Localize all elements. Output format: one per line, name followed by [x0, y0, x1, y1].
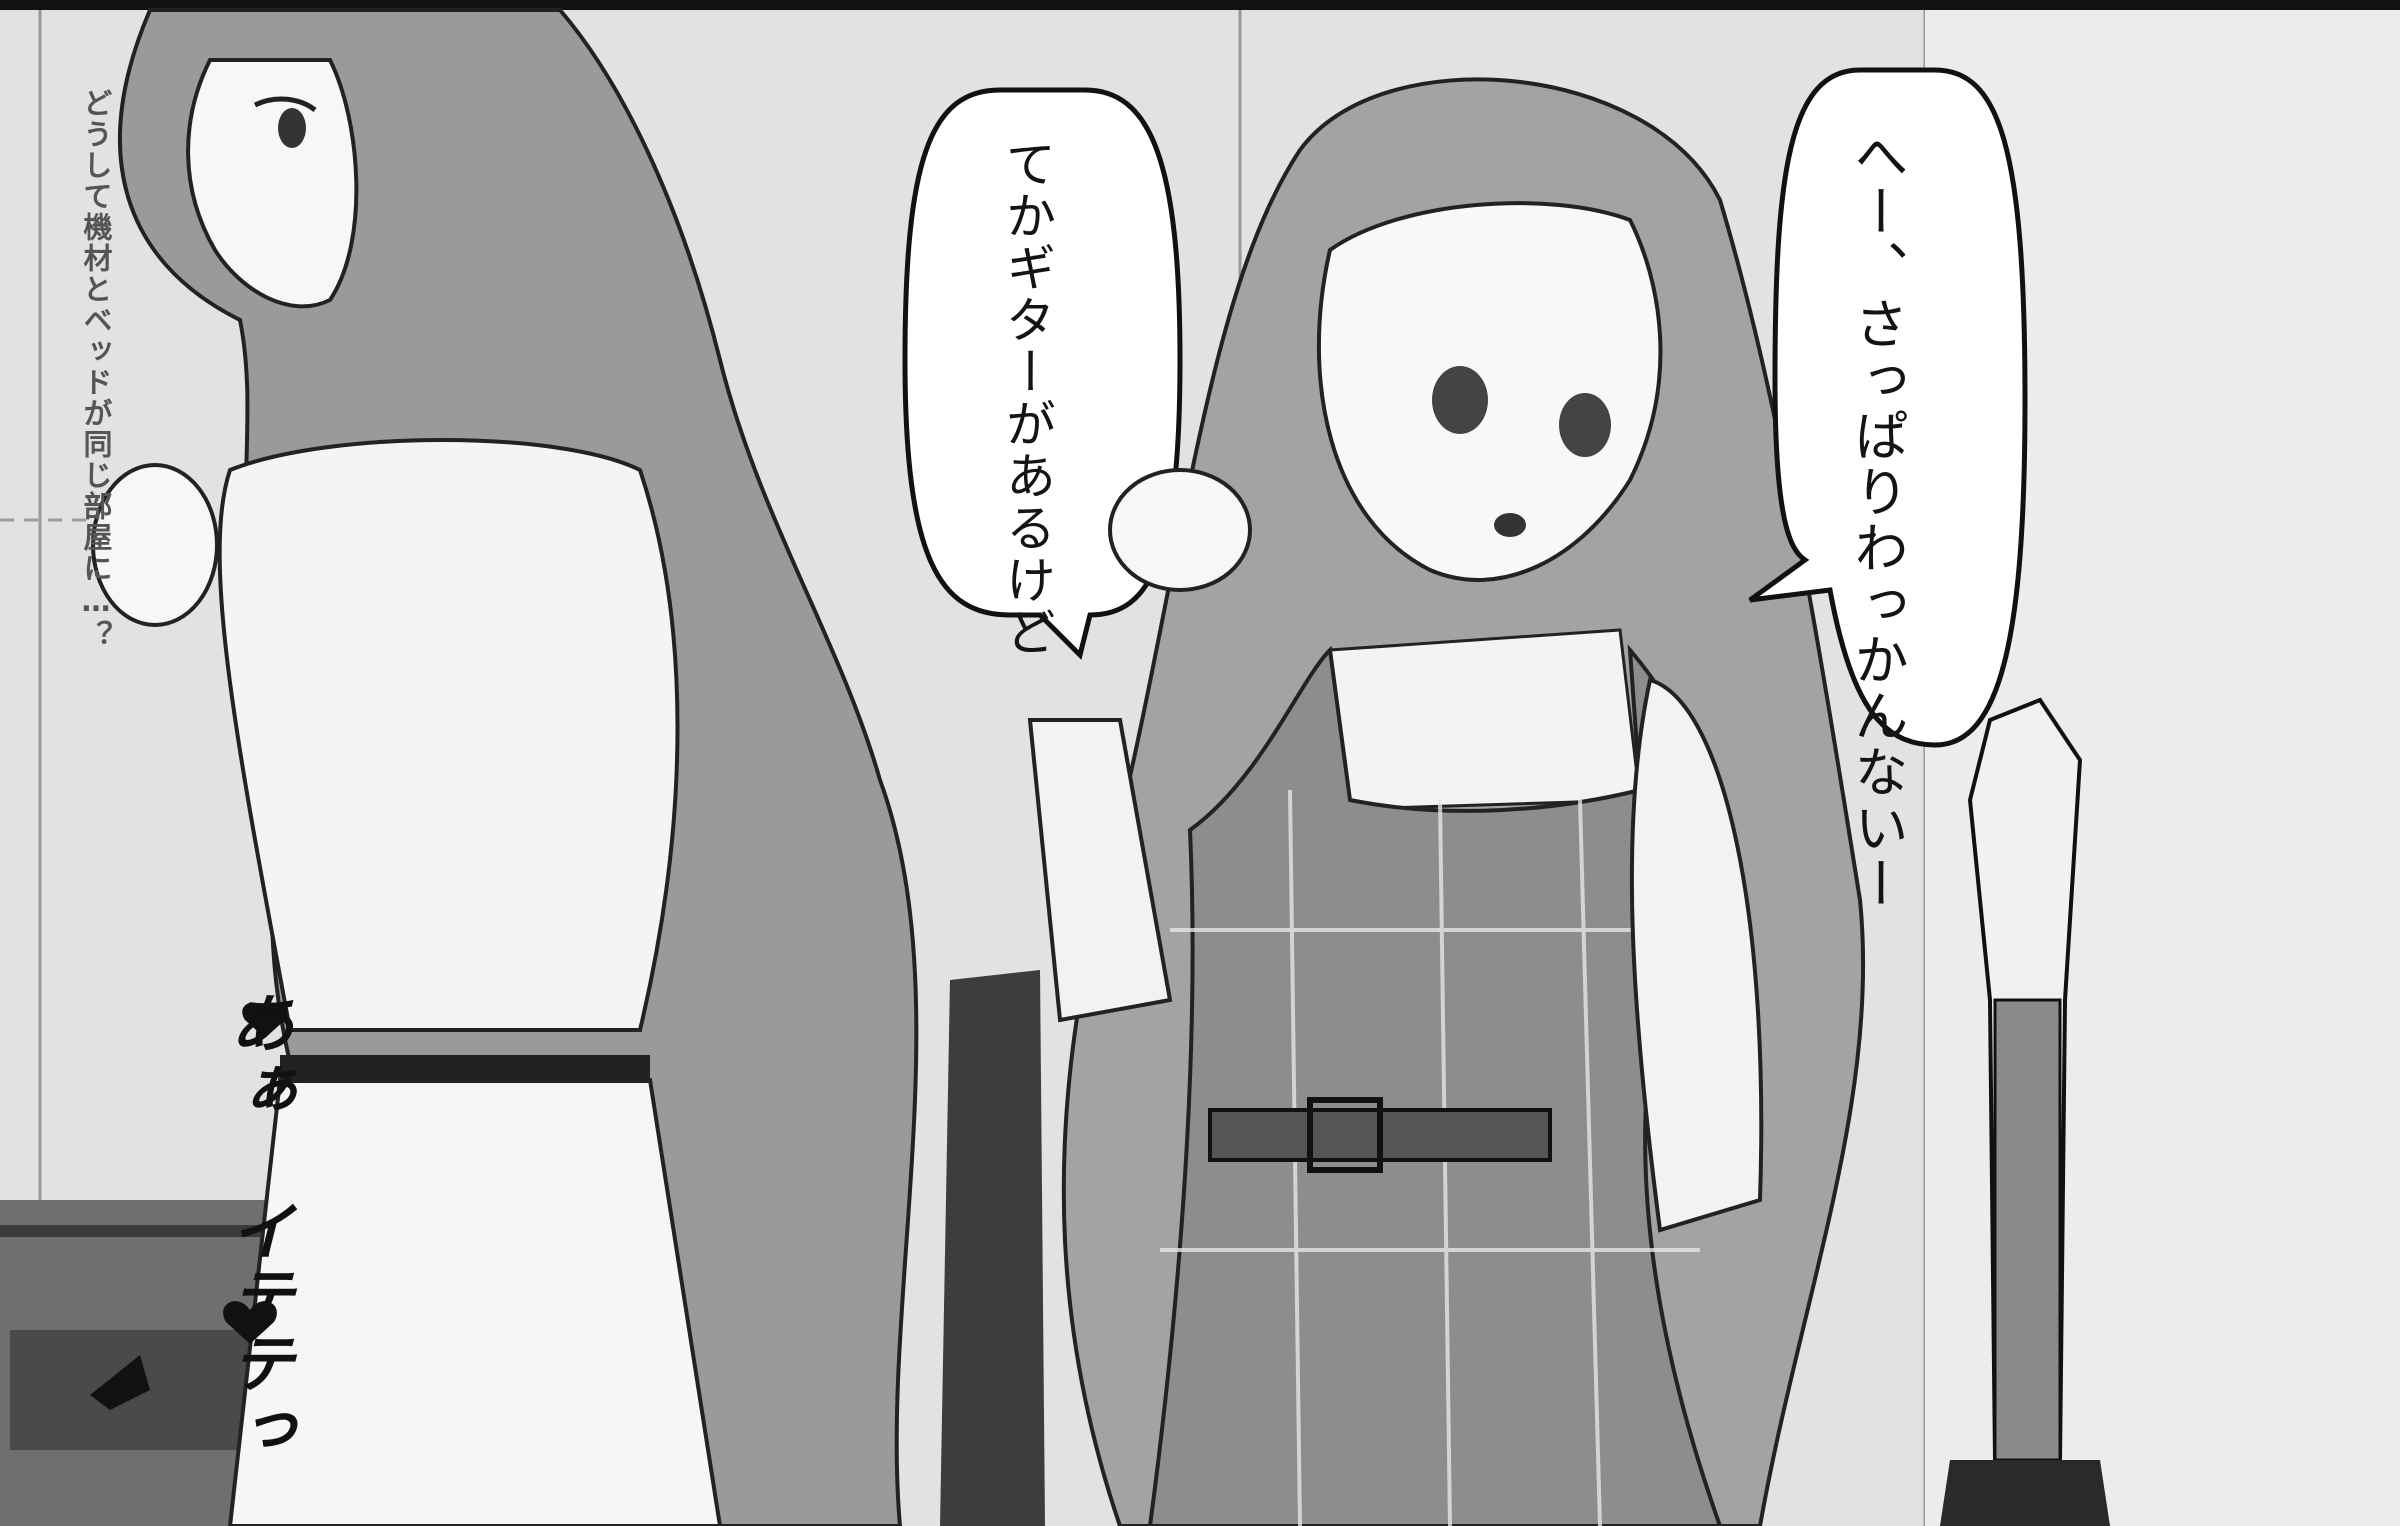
speech-bubble-right-text: へー、さっぱりわっかんないー: [1845, 128, 1908, 912]
speech-bubble-right: [1748, 67, 2028, 748]
left-character: [91, 8, 919, 1526]
speech-bubble-left-text: てかギターがあるけど: [998, 138, 1056, 658]
panel-top-border: [0, 0, 2400, 10]
aside-caption-text: どうして機材とベッドが同じ部屋に…？: [79, 88, 113, 651]
sfx-text: あぁ イテテっ: [219, 990, 293, 1462]
sfx-hearts: [90, 1002, 288, 1410]
right-character: [1027, 77, 1866, 1526]
guitar: [940, 697, 2110, 1526]
